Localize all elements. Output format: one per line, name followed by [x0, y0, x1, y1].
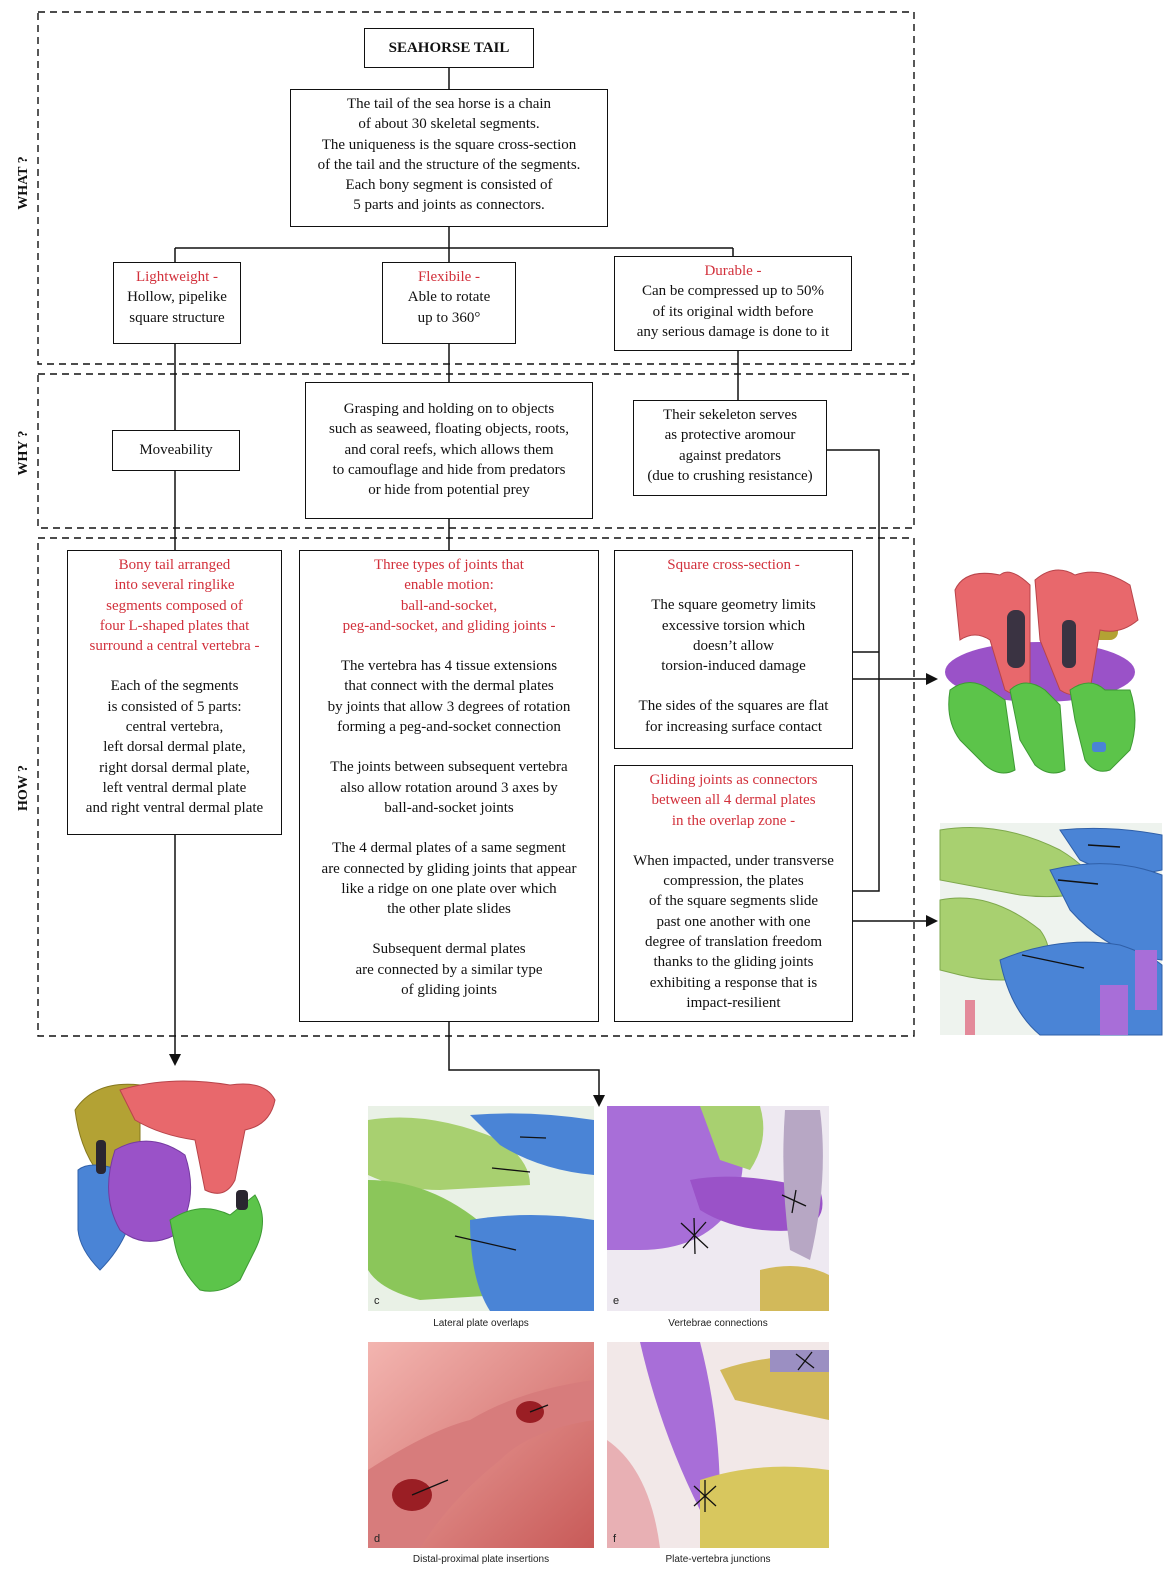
why-section-frame: [37, 373, 915, 529]
segment-blue-bits: [1092, 742, 1106, 752]
cube-red-plate: [119, 1080, 276, 1194]
panel-c-caption: Lateral plate overlaps: [433, 1318, 529, 1329]
panel-e-image: e: [607, 1106, 829, 1311]
what-section-label: WHAT ?: [16, 156, 31, 210]
panel-d-caption: Distal-proximal plate insertions: [412, 1554, 550, 1565]
joints-to-panels-arrow: [448, 1022, 605, 1107]
panel-c-image: c: [368, 1106, 594, 1311]
overlap-pink-strand: [965, 1000, 975, 1035]
moveability-box: Moveability: [112, 430, 240, 471]
panel-c-letter: c: [374, 1295, 380, 1307]
segment-hollow-gaps: [1007, 610, 1076, 668]
connector-lines: [174, 67, 880, 892]
arrows: [169, 673, 938, 1107]
tail-segment-side-image: [940, 565, 1144, 777]
title-box: SEAHORSE TAIL: [364, 28, 534, 68]
why-section-label: WHY ?: [16, 430, 31, 476]
overlap-purple-strands: [1100, 950, 1157, 1035]
cube-dark-gaps: [96, 1140, 248, 1210]
how-section-label: HOW ?: [16, 764, 31, 812]
how-section-frame: [37, 537, 915, 1037]
tail-segment-cube-image: [74, 1080, 276, 1292]
cube-green-plates: [169, 1194, 263, 1292]
panel-d-letter: d: [374, 1533, 380, 1545]
panel-e-caption: Vertebrae connections: [668, 1318, 768, 1329]
panel-f-image: f: [607, 1342, 829, 1548]
what-section-frame: [37, 11, 915, 365]
overlap-motion-arrows: [1021, 844, 1121, 969]
square-cross-section-box: Square cross-section - The square geomet…: [614, 550, 853, 749]
plate-overlap-image: [939, 823, 1163, 1036]
section-frames: [37, 11, 915, 1037]
panel-f-caption: Plate-vertebra junctions: [665, 1554, 771, 1565]
panel-f-letter: f: [613, 1533, 617, 1545]
segment-green-plates: [948, 682, 1136, 774]
panel-e-letter: e: [613, 1295, 619, 1307]
durable-heading: Durable -: [704, 263, 762, 279]
flexible-heading: Flexibile -: [417, 269, 481, 285]
protection-side-line: [826, 449, 880, 892]
panel-d-image: d: [368, 1342, 594, 1548]
durable-box: Durable - Can be compressed up to 50%of …: [614, 256, 852, 351]
lightweight-heading: Lightweight -: [135, 269, 219, 285]
